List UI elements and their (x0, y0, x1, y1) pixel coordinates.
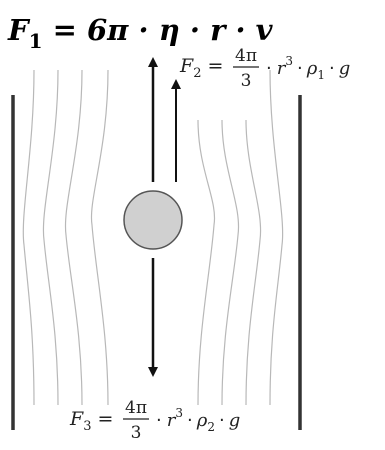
formula-f2: F2= 4π 3 ·r3·ρ1·g (179, 46, 350, 91)
svg-text:F3=: F3= (69, 408, 113, 434)
svg-text:·r3·ρ2·g: ·r3·ρ2·g (156, 406, 240, 434)
flow-line (42, 69, 59, 406)
sphere (123, 190, 183, 250)
svg-text:3: 3 (241, 71, 252, 91)
svg-text:3: 3 (131, 423, 142, 443)
flow-line (269, 69, 284, 406)
flow-line (22, 69, 35, 406)
flow-line (245, 119, 262, 406)
svg-text:·r3·ρ1·g: ·r3·ρ1·g (266, 54, 350, 82)
formula-f3: F3= 4π 3 ·r3·ρ2·g (69, 398, 240, 443)
formula-f1: F1 = 6π · η · r · v (7, 13, 274, 53)
flow-line (197, 119, 216, 406)
flow-line (64, 69, 83, 406)
flow-line (221, 119, 240, 406)
svg-text:4π: 4π (235, 46, 257, 66)
svg-text:F2=: F2= (179, 55, 223, 81)
flow-line (90, 69, 109, 406)
svg-text:4π: 4π (125, 398, 147, 418)
